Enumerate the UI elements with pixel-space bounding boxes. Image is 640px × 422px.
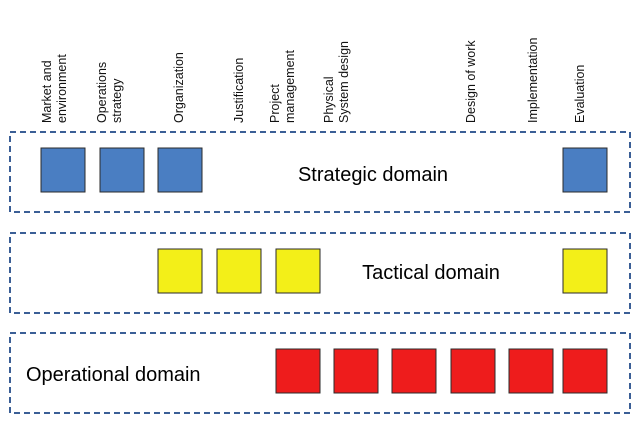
operational-domain-cell-col-3 (275, 348, 321, 394)
operational-domain-cell-col-6 (450, 348, 496, 394)
operational-domain-label: Operational domain (26, 364, 201, 386)
strategic-domain-cell-col-2 (157, 147, 203, 193)
column-label-5-line-1: System design (337, 41, 351, 123)
operational-domain-cell-col-8 (562, 348, 608, 394)
column-label-1-line-1: strategy (110, 78, 124, 123)
row-operational-domain: Operational domain (9, 332, 631, 414)
column-label-7-line-0: Implementation (526, 37, 540, 123)
tactical-domain-label: Tactical domain (362, 262, 500, 284)
strategic-domain-cell-col-1 (99, 147, 145, 193)
strategic-domain-cell-col-8 (562, 147, 608, 193)
operational-domain-cell-col-7 (508, 348, 554, 394)
column-label-4-line-1: management (283, 50, 297, 123)
operational-domain-boundary (9, 332, 631, 414)
strategic-domain-cell-col-0 (40, 147, 86, 193)
column-label-1-line-0: Operations (95, 62, 109, 123)
tactical-domain-boundary (9, 232, 631, 314)
operational-domain-cell-col-4 (333, 348, 379, 394)
tactical-domain-cell-col-2 (157, 248, 203, 294)
row-tactical-domain: Tactical domain (9, 232, 631, 314)
column-label-0-line-0: Market and (40, 60, 54, 123)
column-label-4-line-0: Project (268, 84, 282, 123)
column-label-3-line-0: Justification (232, 58, 246, 123)
row-strategic-domain: Strategic domain (9, 131, 631, 213)
column-label-5-line-0: Physical (322, 76, 336, 123)
strategic-domain-boundary (9, 131, 631, 213)
tactical-domain-cell-col-8 (562, 248, 608, 294)
column-label-6-line-0: Design of work (464, 40, 478, 123)
column-label-0-line-1: environment (55, 54, 69, 123)
column-label-8-line-0: Evaluation (573, 65, 587, 123)
column-label-2-line-0: Organization (172, 52, 186, 123)
operational-domain-cell-col-5 (391, 348, 437, 394)
tactical-domain-cell-col-4 (275, 248, 321, 294)
strategic-domain-label: Strategic domain (298, 164, 448, 186)
tactical-domain-cell-col-3 (216, 248, 262, 294)
